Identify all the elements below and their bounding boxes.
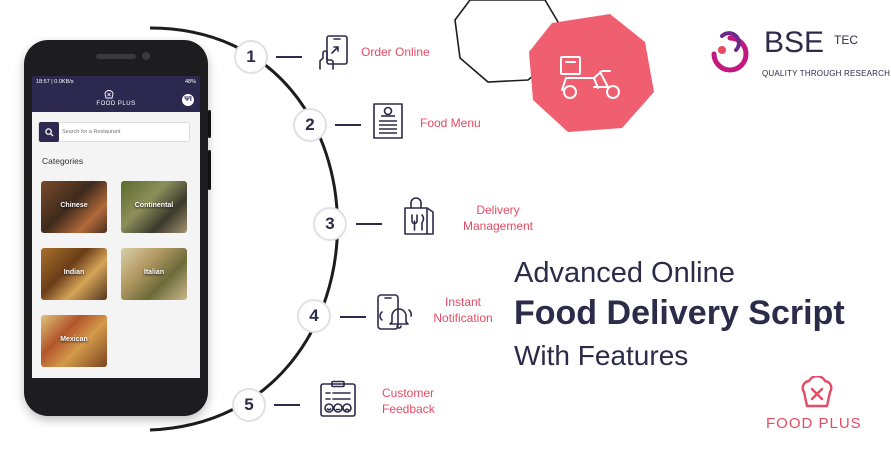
status-bar: 18:57 | 0.0KB/s 48%	[32, 76, 200, 88]
step-connector-3	[356, 223, 382, 225]
app-name: FOOD PLUS	[96, 101, 136, 107]
step-number-1: 1	[234, 40, 268, 74]
step-connector-4	[340, 316, 366, 318]
category-tile-mexican[interactable]: Mexican	[41, 315, 107, 367]
tablet-touch-icon	[319, 35, 348, 70]
step-label-2: Food Menu	[420, 115, 481, 131]
step-label-line: Customer	[382, 386, 435, 400]
phone-volume-button	[208, 110, 211, 138]
phone-speaker	[96, 54, 136, 59]
category-tile-indian[interactable]: Indian	[41, 248, 107, 300]
menu-card-icon	[373, 103, 403, 139]
step-label-line: Management	[462, 219, 534, 233]
step-connector-2	[335, 124, 361, 126]
search-icon[interactable]	[39, 122, 59, 142]
step-label-line: Notification	[433, 311, 493, 325]
step-number-3: 3	[313, 207, 347, 241]
categories-title: Categories	[42, 156, 84, 166]
app-bar: FOOD PLUS ΨΙ	[32, 88, 200, 112]
food-plus-logo-text: FOOD PLUS	[766, 415, 862, 432]
category-label: Chinese	[60, 202, 88, 209]
bse-logo-text: BSE	[764, 26, 825, 59]
step-label-line: Order Online	[361, 45, 430, 59]
headline-line-3: With Features	[514, 340, 689, 371]
headline-line-2: Food Delivery Script	[514, 294, 845, 332]
category-label: Indian	[63, 269, 85, 276]
bse-logo-mark	[711, 31, 749, 73]
status-left: 18:57 | 0.0KB/s	[36, 79, 74, 85]
category-tile-italian[interactable]: Italian	[121, 248, 187, 300]
category-label: Mexican	[60, 336, 88, 343]
outlined-polygon	[454, 0, 559, 83]
step-label-line: Instant	[444, 295, 482, 309]
step-number-2: 2	[293, 108, 327, 142]
bse-logo-suffix: TEC	[834, 33, 858, 47]
phone-mockup: 18:57 | 0.0KB/s 48% FOOD PLUS ΨΙ Categor…	[24, 40, 211, 416]
bse-tagline: QUALITY THROUGH RESEARCH	[762, 69, 891, 78]
headline-line-1: Advanced Online	[514, 257, 735, 289]
step-label-line: Feedback	[382, 402, 435, 416]
search-bar[interactable]	[38, 122, 190, 142]
category-tile-chinese[interactable]: Chinese	[41, 181, 107, 233]
delivery-scooter-icon	[560, 56, 620, 99]
category-label: Continental	[134, 202, 174, 209]
restaurant-action-icon[interactable]: ΨΙ	[182, 94, 194, 106]
search-input[interactable]	[62, 129, 182, 135]
category-label: Italian	[143, 269, 165, 276]
phone-power-button	[208, 150, 211, 190]
step-label-4: Instant Notification	[426, 294, 500, 326]
feedback-board-icon	[320, 380, 356, 417]
step-label-line: Delivery	[476, 203, 520, 217]
step-connector-5	[274, 404, 300, 406]
step-label-line: Food Menu	[420, 116, 481, 130]
step-label-3: Delivery Management	[456, 202, 540, 234]
app-logo-icon	[104, 90, 114, 99]
status-right: 48%	[184, 79, 196, 85]
food-plus-logo-icon	[801, 376, 833, 408]
phone-screen: 18:57 | 0.0KB/s 48% FOOD PLUS ΨΙ Categor…	[32, 76, 200, 378]
coral-polygon	[529, 14, 654, 132]
step-connector-1	[276, 56, 302, 58]
step-label-1: Order Online	[361, 44, 430, 60]
phone-camera	[142, 52, 150, 60]
step-label-5: Customer Feedback	[382, 385, 435, 417]
step-number-5: 5	[232, 388, 266, 422]
phone-bell-icon	[377, 294, 412, 330]
step-number-4: 4	[297, 299, 331, 333]
shopping-bag-cutlery-icon	[404, 197, 434, 235]
category-tile-continental[interactable]: Continental	[121, 181, 187, 233]
